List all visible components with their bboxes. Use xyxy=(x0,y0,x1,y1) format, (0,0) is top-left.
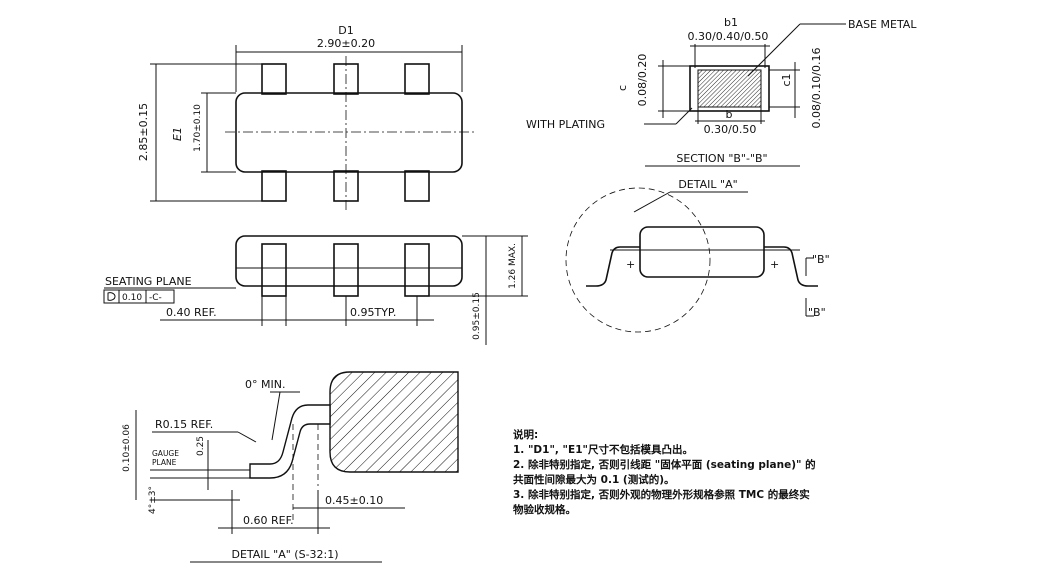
note-line-1: 1. "D1", "E1"尺寸不包括模具凸出。 xyxy=(513,444,693,456)
callout-lead-right xyxy=(764,246,818,287)
note-line-2: 2. 除非特别指定, 否则引线距 "固体平面 (seating plane)" … xyxy=(513,459,816,471)
section-b-b: b1 0.30/0.40/0.50 BASE METAL c 0.08/0.20… xyxy=(526,16,917,167)
base-metal-label: BASE METAL xyxy=(848,18,917,31)
datum-label: -C- xyxy=(149,293,162,303)
angle-value: 4°±3° xyxy=(148,486,158,514)
c-value: 0.08/0.20 xyxy=(636,54,649,107)
b-value: 0.30/0.50 xyxy=(704,123,757,136)
e1-value: 1.70±0.10 xyxy=(193,104,203,152)
flatness-value: 0.10 xyxy=(122,293,142,303)
detail-lead xyxy=(249,404,331,479)
c1-label: c1 xyxy=(780,73,793,86)
gauge-label-line2: PLANE xyxy=(152,458,177,467)
notes-heading: 说明: xyxy=(513,429,539,441)
foot-length-value: 0.45±0.10 xyxy=(325,494,383,507)
flatness-icon xyxy=(107,292,116,301)
detail-body-section xyxy=(329,371,459,473)
detail-a-circle xyxy=(565,187,711,333)
section-title: SECTION "B"-"B" xyxy=(676,152,767,165)
b1-value: 0.30/0.40/0.50 xyxy=(688,30,769,43)
top-lead-1 xyxy=(261,63,287,95)
e-total-value: 2.85±0.15 xyxy=(137,103,150,161)
tolerance-value: 0.10±0.06 xyxy=(122,424,132,472)
detail-a-enlarged: 0° MIN. R0.15 REF. 0.10±0.06 GAUGE PLANE… xyxy=(122,371,459,563)
detail-a-callout-title: DETAIL "A" xyxy=(678,178,737,191)
svg-text:+: + xyxy=(626,258,635,271)
callout-lead-left xyxy=(586,246,640,287)
base-metal-core xyxy=(697,69,762,108)
e1-label: E1 xyxy=(171,127,184,141)
package-body-top xyxy=(235,92,463,173)
flatness-frame xyxy=(103,289,175,304)
b-marker-top: "B" xyxy=(812,253,830,266)
with-plating-leader xyxy=(675,107,693,125)
callout-body xyxy=(639,226,765,278)
svg-text:+: + xyxy=(770,258,779,271)
c-label: c xyxy=(616,85,629,91)
detail-a-leader xyxy=(633,191,671,213)
b1-label: b1 xyxy=(724,16,738,29)
b-marker-bottom: "B" xyxy=(808,306,826,319)
lead-ref-value: 0.60 REF. xyxy=(243,514,294,527)
side-view: 1.26 MAX. 0.95±0.15 SEATING PLANE 0.10 -… xyxy=(103,235,528,345)
gauge-value: 0.25 xyxy=(196,436,206,456)
c1-value: 0.08/0.10/0.16 xyxy=(810,48,823,129)
lead-ref-value: 0.40 REF. xyxy=(166,306,217,319)
side-lead-3 xyxy=(404,243,430,297)
base-metal-leader xyxy=(747,23,801,77)
radius-leader xyxy=(237,431,257,443)
seating-plane-label: SEATING PLANE xyxy=(105,275,192,288)
b-label: b xyxy=(726,108,733,121)
radius-label: R0.15 REF. xyxy=(155,418,213,431)
note-line-4: 3. 除非特别指定, 否则外观的物理外形规格参照 TMC 的最终实 xyxy=(513,489,810,501)
detail-a-title: DETAIL "A" (S-32:1) xyxy=(231,548,338,561)
side-lead-1 xyxy=(261,243,287,297)
with-plating-label: WITH PLATING xyxy=(526,118,605,131)
plating-outline xyxy=(689,65,770,112)
max-height-value: 1.26 MAX. xyxy=(508,243,518,289)
top-lead-3 xyxy=(404,63,430,95)
min-angle-label: 0° MIN. xyxy=(245,378,285,391)
top-view: D1 2.90±0.20 2.85±0.15 E1 1.70±0.10 xyxy=(137,24,475,210)
bottom-lead-1 xyxy=(261,170,287,202)
side-lead-2 xyxy=(333,243,359,297)
d1-value: 2.90±0.20 xyxy=(317,37,375,50)
note-line-3: 共面性间隙最大为 0.1 (测试的)。 xyxy=(513,474,675,486)
package-body-side xyxy=(235,235,463,287)
d1-label: D1 xyxy=(338,24,353,37)
pitch-value: 0.95TYP. xyxy=(350,306,396,319)
gauge-label-line1: GAUGE xyxy=(152,449,179,458)
detail-a-callout: DETAIL "A" + + "B" "B" xyxy=(565,178,830,333)
notes-block: 说明: 1. "D1", "E1"尺寸不包括模具凸出。 2. 除非特别指定, 否… xyxy=(513,428,1013,518)
body-height-value: 0.95±0.15 xyxy=(472,292,482,340)
bottom-lead-3 xyxy=(404,170,430,202)
note-line-5: 物验收规格。 xyxy=(513,504,576,516)
